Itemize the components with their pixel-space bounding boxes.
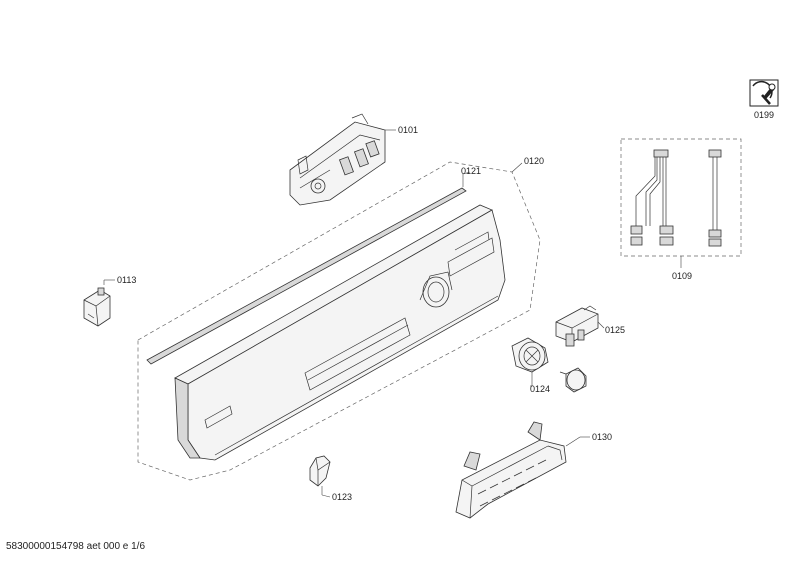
part-0109-wiring-harness[interactable] <box>620 138 742 257</box>
part-0124-button[interactable] <box>559 367 587 393</box>
part-0120-outline <box>137 161 541 481</box>
wrench-service-icon[interactable] <box>749 79 779 107</box>
document-id: 58300000154798 aet 000 e 1/6 <box>6 541 146 552</box>
label-0124[interactable]: 0124 <box>530 384 550 394</box>
label-0121[interactable]: 0121 <box>461 166 481 176</box>
label-0120[interactable]: 0120 <box>524 156 544 166</box>
part-0121-strip[interactable] <box>146 187 467 365</box>
part-0123-latch[interactable] <box>309 455 331 487</box>
part-0101-control-module[interactable] <box>289 113 386 206</box>
label-0109[interactable]: 0109 <box>672 271 692 281</box>
label-0101[interactable]: 0101 <box>398 125 418 135</box>
part-0130-bracket[interactable] <box>455 421 567 519</box>
control-panel-fascia[interactable] <box>174 204 506 461</box>
part-0125-switch[interactable] <box>555 305 599 347</box>
label-0125[interactable]: 0125 <box>605 325 625 335</box>
part-0113-clip[interactable] <box>83 287 111 327</box>
label-0123[interactable]: 0123 <box>332 492 352 502</box>
label-0130[interactable]: 0130 <box>592 432 612 442</box>
part-0124-knob[interactable] <box>511 337 549 373</box>
label-0199[interactable]: 0199 <box>754 110 774 120</box>
label-0113[interactable]: 0113 <box>117 275 136 285</box>
